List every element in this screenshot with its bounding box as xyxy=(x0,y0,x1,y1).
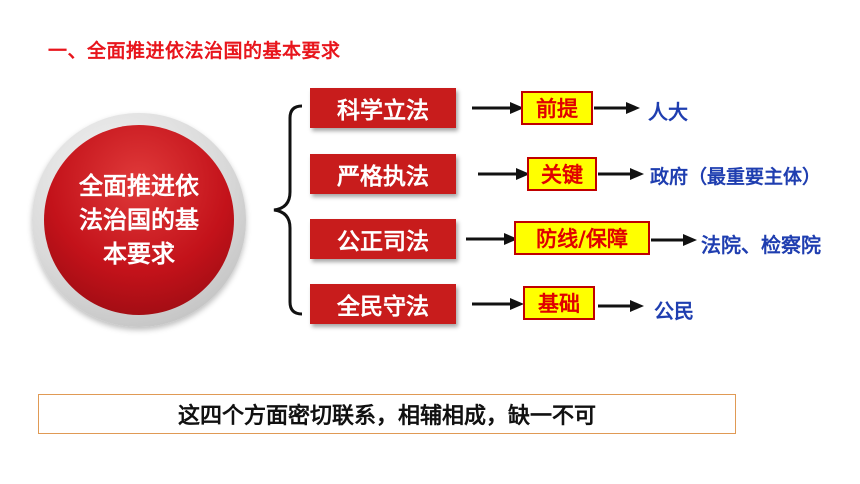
row-3-label-box: 公正司法 xyxy=(310,219,456,259)
row-1-label-box: 科学立法 xyxy=(310,88,456,128)
row-2-arrow-2 xyxy=(598,168,644,180)
row-3-subject: 法院、检察院 xyxy=(701,233,821,257)
row-4-role: 基础 xyxy=(523,286,595,320)
row-3-arrow-1 xyxy=(466,233,518,245)
row-4-subject: 公民 xyxy=(654,299,694,323)
row-2-role: 关键 xyxy=(527,157,597,191)
row-2-arrow-1 xyxy=(478,168,530,180)
row-2-label-box: 严格执法 xyxy=(310,154,456,194)
row-4-arrow-1 xyxy=(472,298,524,310)
section-heading: 一、全面推进依法治国的基本要求 xyxy=(48,40,341,62)
center-circle-text: 全面推进依 法治国的基 本要求 xyxy=(64,169,214,271)
row-4-arrow-2 xyxy=(598,300,644,312)
center-circle: 全面推进依 法治国的基 本要求 xyxy=(44,125,234,315)
row-4-label-box: 全民守法 xyxy=(310,284,456,324)
row-1-subject: 人大 xyxy=(648,100,688,124)
row-3-arrow-2 xyxy=(651,234,697,246)
row-2-subject: 政府（最重要主体） xyxy=(650,166,822,188)
row-3-role: 防线/保障 xyxy=(514,221,650,255)
row-1-arrow-1 xyxy=(472,102,524,114)
row-1-arrow-2 xyxy=(594,102,640,114)
left-brace xyxy=(273,104,303,316)
center-line-1: 全面推进依 xyxy=(79,172,199,200)
center-line-3: 本要求 xyxy=(103,240,175,268)
row-1-role: 前提 xyxy=(521,91,593,125)
center-line-2: 法治国的基 xyxy=(79,206,199,234)
summary-box: 这四个方面密切联系，相辅相成，缺一不可 xyxy=(38,394,736,434)
